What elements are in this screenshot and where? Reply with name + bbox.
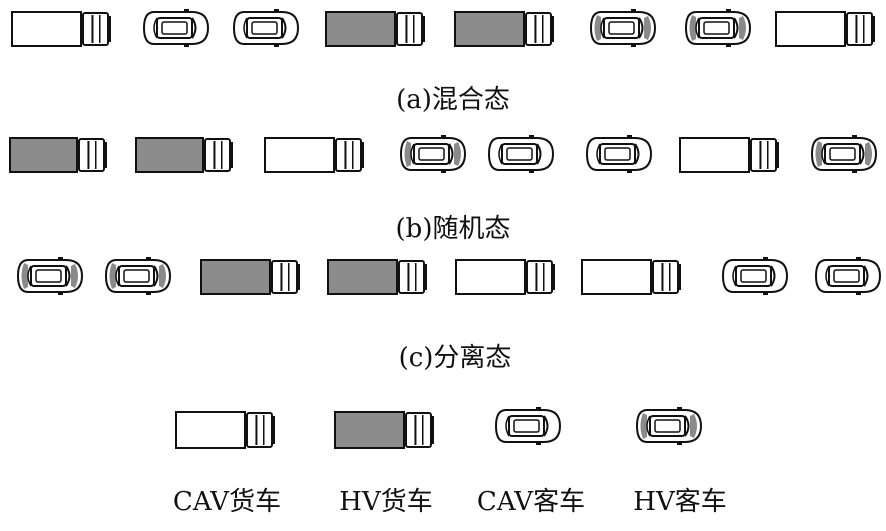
row-1-vehicle-8-cav-truck-icon bbox=[775, 11, 875, 47]
legend-label-hv-car: HV客车 bbox=[633, 487, 727, 517]
row-2-vehicle-1-hv-truck-icon bbox=[9, 137, 107, 173]
legend-cav-car-icon bbox=[494, 407, 562, 445]
row-3-vehicle-1-hv-car-icon bbox=[16, 257, 84, 295]
legend-cav-truck-icon bbox=[175, 411, 275, 449]
legend-label-hv-truck: HV货车 bbox=[339, 487, 433, 517]
row-3-vehicle-5-cav-truck-icon bbox=[455, 259, 555, 295]
caption-separated-state: (c)分离态 bbox=[398, 343, 512, 373]
row-3-vehicle-4-hv-truck-icon bbox=[327, 259, 427, 295]
row-2-vehicle-5-cav-car-icon bbox=[487, 135, 555, 173]
row-1-vehicle-5-hv-truck-icon bbox=[454, 11, 554, 47]
row-2-vehicle-7-cav-truck-icon bbox=[679, 137, 779, 173]
row-1-vehicle-6-hv-car-icon bbox=[589, 9, 657, 47]
row-3-vehicle-8-cav-car-icon bbox=[814, 257, 882, 295]
row-2-vehicle-4-hv-car-icon bbox=[399, 135, 467, 173]
caption-random-state: (b)随机态 bbox=[395, 214, 511, 244]
row-1-vehicle-7-hv-car-icon bbox=[684, 9, 752, 47]
row-3-vehicle-7-cav-car-icon bbox=[721, 257, 789, 295]
row-2-vehicle-3-cav-truck-icon bbox=[264, 137, 364, 173]
row-3-vehicle-2-hv-car-icon bbox=[104, 257, 172, 295]
row-3-vehicle-6-cav-truck-icon bbox=[581, 259, 681, 295]
row-1-vehicle-1-cav-truck-icon bbox=[11, 11, 111, 47]
legend-hv-truck-icon bbox=[334, 411, 434, 449]
row-1-vehicle-3-cav-car-icon bbox=[232, 9, 300, 47]
row-2-vehicle-6-cav-car-icon bbox=[585, 135, 653, 173]
row-1-vehicle-4-hv-truck-icon bbox=[325, 11, 425, 47]
row-2-vehicle-8-hv-car-icon bbox=[810, 135, 878, 173]
row-3-vehicle-3-hv-truck-icon bbox=[200, 259, 300, 295]
row-1-vehicle-2-cav-car-icon bbox=[142, 9, 210, 47]
legend-label-cav-truck: CAV货车 bbox=[172, 487, 282, 517]
legend-label-cav-car: CAV客车 bbox=[476, 487, 586, 517]
legend-hv-car-icon bbox=[635, 407, 703, 445]
row-2-vehicle-2-hv-truck-icon bbox=[135, 137, 233, 173]
caption-mixed-state: (a)混合态 bbox=[396, 85, 510, 115]
